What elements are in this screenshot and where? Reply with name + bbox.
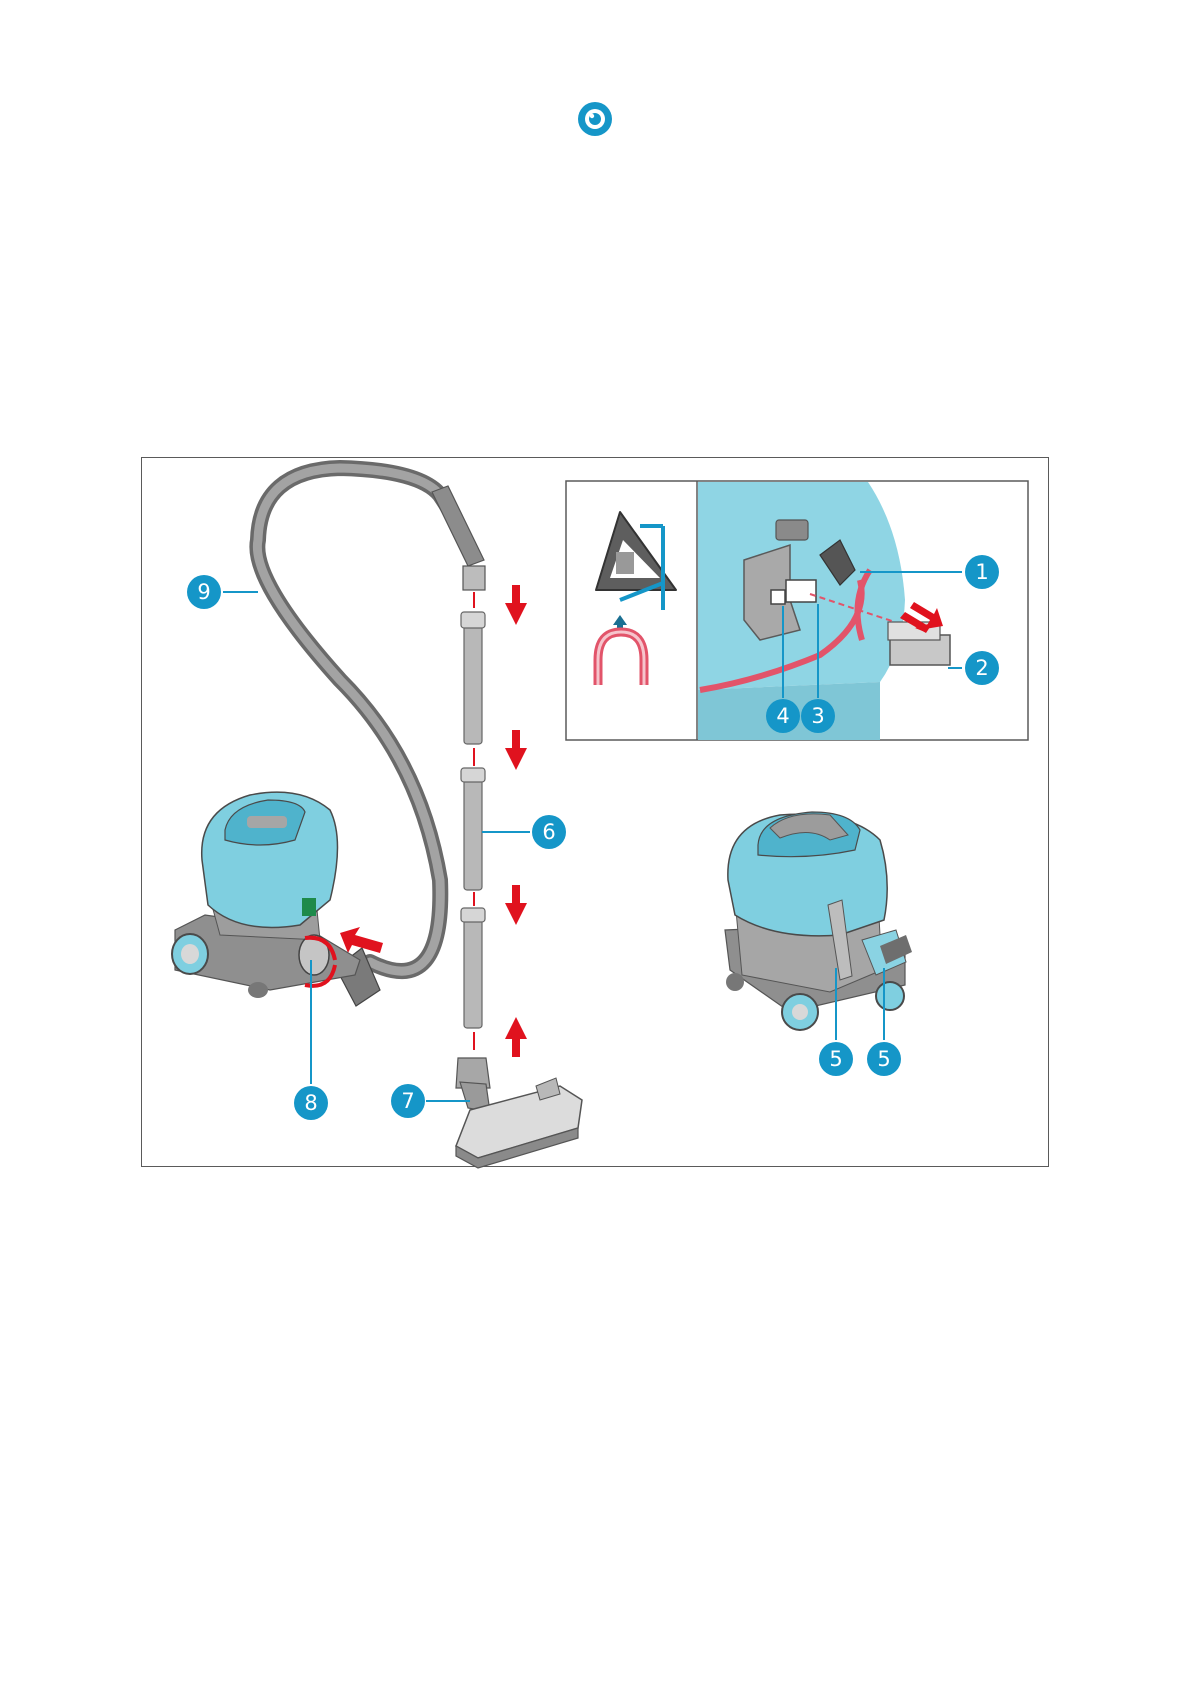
callout-6: 6 xyxy=(482,815,566,849)
callout-7-label: 7 xyxy=(401,1089,414,1113)
extension-tubes xyxy=(461,612,485,1050)
callout-6-label: 6 xyxy=(542,820,555,844)
callout-5a-label: 5 xyxy=(829,1047,842,1071)
callout-4-label: 4 xyxy=(776,704,789,728)
callout-9-label: 9 xyxy=(197,580,210,604)
callout-1-label: 1 xyxy=(975,560,988,584)
vacuum-left xyxy=(172,792,360,998)
callout-5b-label: 5 xyxy=(877,1047,890,1071)
callout-3-label: 3 xyxy=(811,704,824,728)
cable-connection-inset: 1 2 3 4 xyxy=(566,481,1028,740)
callout-2-label: 2 xyxy=(975,656,988,680)
callout-8-label: 8 xyxy=(304,1091,317,1115)
callout-9: 9 xyxy=(187,575,258,609)
floor-nozzle xyxy=(456,1058,582,1168)
callout-7: 7 xyxy=(391,1084,470,1118)
